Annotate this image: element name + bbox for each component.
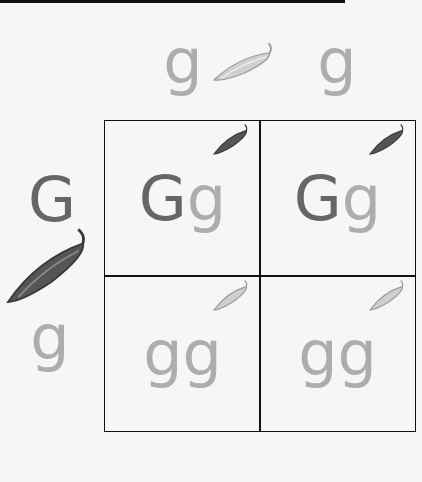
pea-pod	[365, 124, 407, 156]
genotype: gg	[143, 323, 222, 385]
pea-pod	[0, 229, 95, 308]
punnett-cell: gg	[259, 275, 416, 432]
top-bar	[0, 0, 345, 3]
pea-pod	[209, 43, 276, 85]
allele-header: g	[30, 307, 69, 369]
pea-pod	[209, 280, 251, 312]
genotype: Gg	[294, 168, 381, 230]
pea-pod	[365, 280, 407, 312]
allele-header: g	[163, 31, 202, 93]
genotype: gg	[298, 323, 377, 385]
allele-header: g	[317, 31, 356, 93]
punnett-cell: gg	[104, 275, 261, 432]
punnett-cell: Gg	[259, 120, 416, 277]
pea-pod	[209, 124, 251, 156]
genotype: Gg	[139, 168, 226, 230]
punnett-cell: Gg	[104, 120, 261, 277]
allele-header: G	[28, 169, 76, 231]
